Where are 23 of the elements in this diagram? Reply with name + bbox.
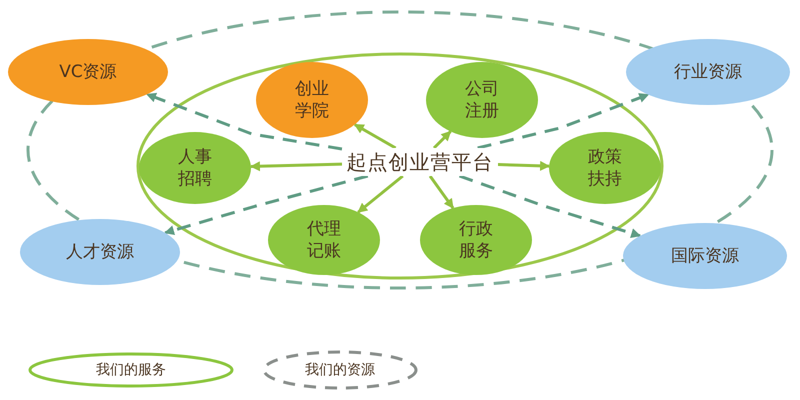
arrow	[428, 175, 454, 209]
arrow	[146, 92, 342, 150]
arrow	[164, 174, 368, 236]
arrow	[357, 174, 404, 214]
service-ellipse-node: 行政服务	[420, 205, 532, 275]
resource-ellipse: 国际资源	[623, 223, 787, 289]
arrow	[354, 123, 396, 150]
resource-ellipse: 行业资源	[626, 39, 790, 105]
platform-label: 起点创业营平台	[342, 148, 498, 176]
service-ellipse-node: 创业学院	[256, 62, 368, 138]
arrow	[250, 161, 342, 172]
service-ellipse-node: 公司注册	[426, 62, 538, 138]
service-ellipse-node: 人事招聘	[139, 132, 251, 204]
resource-ellipse: VC资源	[8, 39, 168, 105]
arrow	[432, 130, 452, 150]
arrow	[498, 160, 550, 171]
arrow	[477, 93, 650, 150]
service-ellipse-node: 政策扶持	[549, 132, 661, 204]
legend-text: 我们的资源	[304, 361, 376, 379]
arrow	[458, 174, 642, 238]
resource-ellipse: 人才资源	[20, 219, 180, 285]
service-ellipse-node: 代理记账	[268, 205, 380, 275]
legend-text: 我们的服务	[95, 361, 167, 379]
